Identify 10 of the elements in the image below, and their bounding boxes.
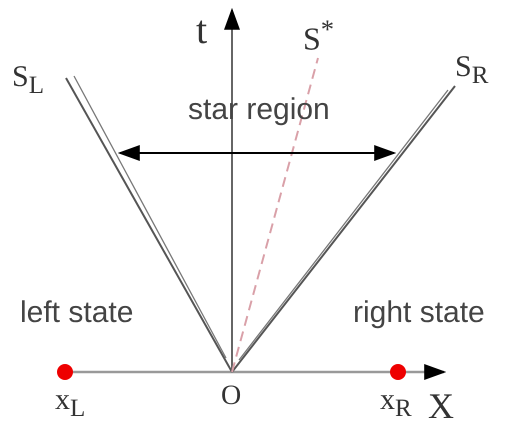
point-label: x$_{L}$: [55, 385, 86, 421]
wave-label: S$^{*}$: [303, 16, 334, 55]
wave-label: S$_{R}$: [455, 52, 488, 88]
wave-label: S$_{L}$: [12, 62, 44, 98]
point-label: x$_{R}$: [380, 385, 412, 421]
region-label: right state: [353, 298, 485, 328]
region-label: left state: [20, 298, 134, 328]
axis-label: X: [428, 388, 454, 423]
origin-label: O: [221, 382, 242, 410]
axis-label: t: [196, 10, 208, 50]
